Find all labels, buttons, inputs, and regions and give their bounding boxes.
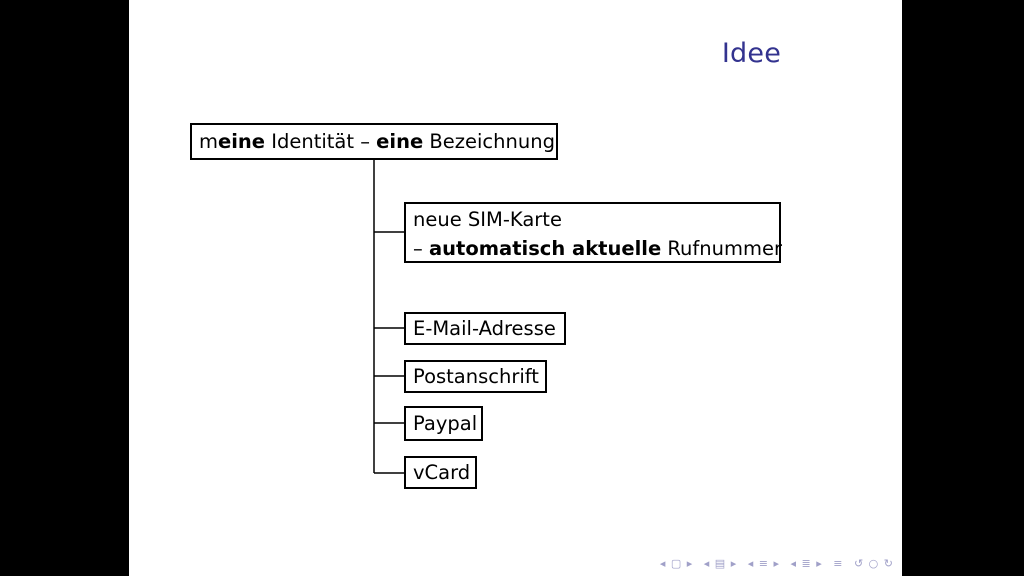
nav-frame-back-icon[interactable]: ◂ ▢ ▸	[659, 557, 694, 570]
beamer-navigation: ◂ ▢ ▸ ◂ ▤ ▸ ◂ ≡ ▸ ◂ ≣ ▸ ≡ ↺ ○ ↻	[654, 557, 894, 570]
slide: Idee meine Identität – eine Bezeichnung …	[129, 0, 902, 576]
frame-title: Idee	[721, 38, 781, 69]
root-node: meine Identität – eine Bezeichnung	[190, 123, 558, 160]
root-text-1: m	[199, 130, 218, 153]
sim-line-1: neue SIM-Karte	[413, 208, 562, 231]
root-text-5: Bezeichnung	[423, 130, 555, 153]
sim-line-2-bold: automatisch aktuelle	[428, 237, 662, 260]
root-text-3: Identität –	[265, 130, 377, 153]
node-paypal: Paypal	[404, 406, 483, 441]
sim-line-2-suffix: Rufnummer	[661, 237, 783, 260]
nav-subsection-icon[interactable]: ◂ ≡ ▸	[747, 557, 780, 570]
tree-connectors	[373, 160, 404, 474]
node-vcard: vCard	[404, 456, 477, 489]
nav-search-icon[interactable]: ↺ ○ ↻	[853, 557, 894, 570]
node-postal-address: Postanschrift	[404, 360, 547, 393]
sim-line-2: – automatisch aktuelle Rufnummer	[413, 234, 782, 263]
node-sim-card: neue SIM-Karte – automatisch aktuelle Ru…	[404, 202, 782, 263]
root-text-2: eine	[218, 130, 266, 153]
node-email: E-Mail-Adresse	[404, 312, 566, 345]
nav-frame-forward-icon[interactable]: ◂ ▤ ▸	[703, 557, 738, 570]
root-text-4: eine	[376, 130, 424, 153]
sim-line-2-prefix: –	[413, 237, 429, 260]
nav-section-icon[interactable]: ◂ ≣ ▸	[790, 557, 823, 570]
nav-appendix-icon[interactable]: ≡	[833, 557, 844, 570]
